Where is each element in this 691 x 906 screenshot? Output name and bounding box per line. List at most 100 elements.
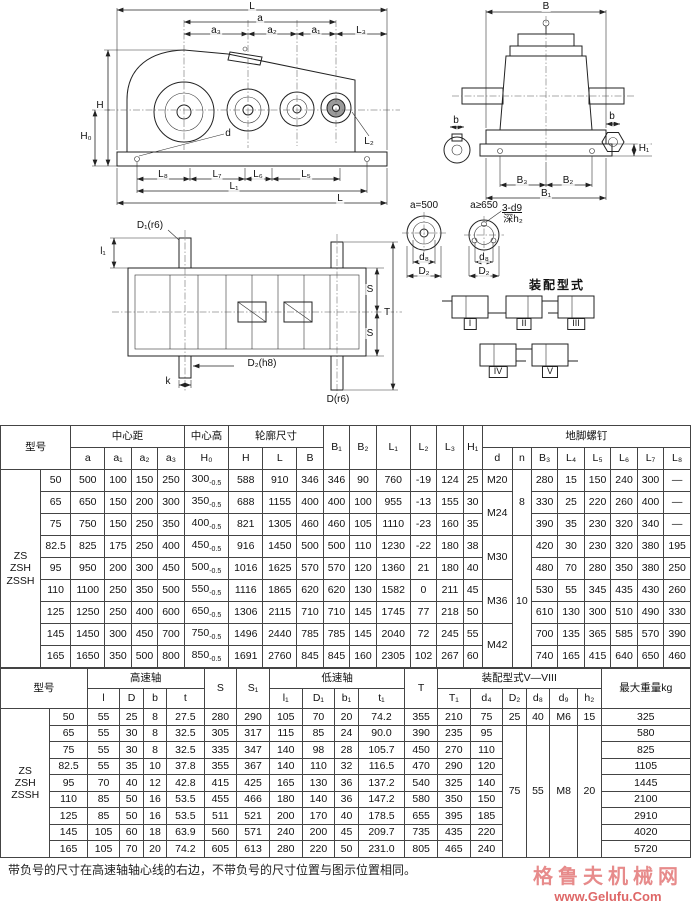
table-cell: 55 — [86, 741, 121, 759]
table-cell: 25 — [557, 491, 585, 514]
table-cell: 130 — [301, 774, 336, 792]
table-cell: 300 — [104, 623, 132, 646]
table-cell: 8 — [142, 741, 168, 759]
table-cell: 75 — [40, 513, 72, 536]
table-cell: 605 — [203, 840, 238, 858]
table-cell: 1865 — [262, 579, 298, 602]
table-cell: 36 — [334, 790, 359, 808]
table-cell: 350-0.5 — [183, 491, 230, 514]
assembly-type-label: III — [567, 318, 585, 330]
drawing-label: L — [248, 1, 256, 12]
table-cell: 98 — [301, 741, 336, 759]
table-cell: 77 — [409, 601, 438, 624]
table-cell: 70 — [301, 708, 336, 726]
table-cell: 1745 — [375, 601, 411, 624]
table-cell: 145 — [49, 823, 88, 841]
table-cell: 580 — [600, 724, 691, 742]
drawing-label: L — [336, 193, 344, 204]
table-cell: 20 — [577, 724, 602, 858]
table-cell: 25 — [119, 708, 144, 726]
table-cell: 2910 — [600, 807, 691, 825]
drawing-label: L₈ — [157, 169, 169, 180]
table-cell: 150 — [104, 513, 132, 536]
table-cell: 2305 — [375, 645, 411, 668]
table-cell: — — [663, 491, 691, 514]
table-cell: 340 — [636, 513, 665, 536]
table-header-cell: 中心高 — [183, 425, 230, 448]
drawing-label: 装配型式 — [527, 278, 587, 293]
table-cell: 185 — [469, 807, 504, 825]
table-cell: 35 — [462, 513, 483, 536]
table-header-cell: L₄ — [557, 447, 585, 470]
table-cell: 317 — [236, 724, 270, 742]
table-cell: 55 — [462, 623, 483, 646]
table-cell: 270 — [436, 741, 471, 759]
table-header-cell: S₁ — [236, 668, 270, 709]
table-header-cell: L₂ — [409, 425, 438, 470]
table-cell: 1450 — [262, 535, 298, 558]
table-cell: 55 — [525, 724, 551, 858]
table-cell: 916 — [228, 535, 264, 558]
drawing-label: a=500 — [408, 200, 440, 211]
assembly-type-diagrams — [442, 295, 595, 367]
table-cell: 260 — [610, 491, 638, 514]
table-header-cell: l — [86, 688, 121, 709]
drawing-label: L₅ — [300, 169, 312, 180]
table-cell: 140 — [268, 741, 303, 759]
table-cell: 100 — [104, 469, 132, 492]
table-cell: 220 — [583, 491, 612, 514]
table-cell: 346 — [322, 469, 351, 492]
table-cell: 470 — [404, 757, 438, 775]
drawing-label: L₁ — [228, 181, 240, 192]
table-cell: 300 — [157, 491, 185, 514]
table-header-cell: L₁ — [375, 425, 411, 470]
table-cell: 250 — [130, 513, 159, 536]
table-cell: 105 — [349, 513, 377, 536]
table-cell: 230 — [583, 535, 612, 558]
table-cell: 325 — [600, 708, 691, 726]
assembly-type-label: I — [463, 318, 477, 330]
table-cell: 1306 — [228, 601, 264, 624]
table-cell: 36 — [334, 774, 359, 792]
table-cell: 1445 — [600, 774, 691, 792]
drawing-label: D₂ — [417, 266, 431, 277]
table-header-cell: L₃ — [436, 425, 464, 470]
drawing-label: B₃ — [515, 175, 529, 186]
drawing-label: B₁ — [539, 188, 553, 199]
table-cell: -19 — [409, 469, 438, 492]
drawing-label: d — [224, 128, 232, 139]
table-cell: 70 — [86, 774, 121, 792]
table-cell: 165 — [268, 774, 303, 792]
table-cell: 55 — [86, 757, 121, 775]
table-cell: 400 — [636, 491, 665, 514]
table-header-cell: D₂ — [502, 688, 527, 709]
table-header-cell: a₁ — [104, 447, 132, 470]
table-cell: 145 — [349, 623, 377, 646]
table-cell: 466 — [236, 790, 270, 808]
table-cell: 465 — [436, 840, 471, 858]
table-cell: 65 — [49, 724, 88, 742]
table-cell: 1450 — [70, 623, 106, 646]
table-cell: 1496 — [228, 623, 264, 646]
table-cell: 178.5 — [357, 807, 406, 825]
table-cell: 110 — [40, 579, 72, 602]
table-cell: 530 — [530, 579, 559, 602]
table-header-cell: d₉ — [549, 688, 579, 709]
table-cell: 450 — [130, 623, 159, 646]
table-cell: 32 — [334, 757, 359, 775]
table-cell: 50 — [119, 807, 144, 825]
table-cell: 290 — [236, 708, 270, 726]
table-cell: 37.8 — [166, 757, 205, 775]
table-cell: 280 — [203, 708, 238, 726]
table-cell: 147.2 — [357, 790, 406, 808]
table-cell: 4020 — [600, 823, 691, 841]
table-cell: 50 — [49, 708, 88, 726]
drawing-label: L₇ — [211, 169, 223, 180]
table-cell: 420 — [530, 535, 559, 558]
